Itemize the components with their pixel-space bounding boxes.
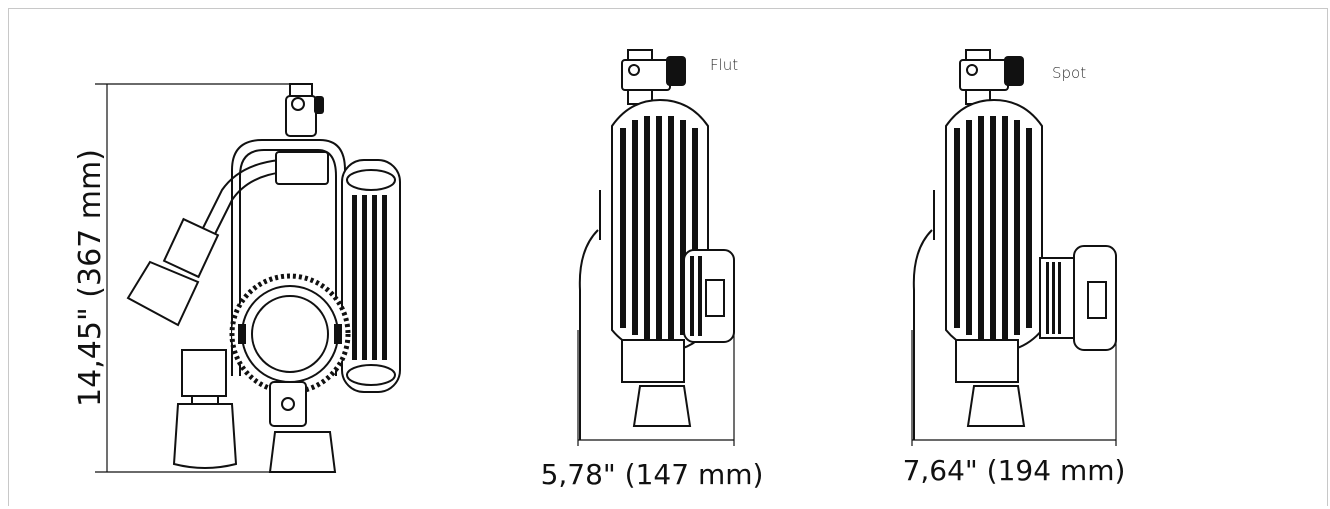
adjustable-arm [197, 159, 281, 239]
spot-foot [966, 385, 1026, 427]
top-mount [289, 83, 313, 97]
flut-foot [632, 385, 692, 427]
flut-lower-block [621, 339, 685, 383]
yoke-frame [231, 139, 346, 376]
spot-top-connector [965, 49, 991, 61]
spot-label: Spot [1052, 64, 1086, 82]
flut-width-dimension-line [577, 330, 735, 446]
spot-view: Spot [903, 49, 1126, 487]
left-foot [172, 403, 238, 469]
spot-knob [1004, 56, 1024, 86]
spot-width-dimension-label: 7,64" (194 mm) [903, 454, 1126, 487]
spot-width-dimension-line [911, 330, 1117, 446]
flut-top-connector [627, 49, 653, 61]
flut-back-shell [578, 229, 599, 440]
flut-view: Flut [541, 49, 764, 491]
side-view: 14,45" (367 mm) [73, 83, 401, 473]
spot-lower-block [955, 339, 1019, 383]
height-dimension-line [95, 83, 300, 473]
flut-knob [666, 56, 686, 86]
height-dimension-label: 14,45" (367 mm) [73, 149, 108, 407]
center-foot [268, 431, 337, 473]
left-bracket [181, 349, 227, 397]
ribbed-power-unit [341, 159, 401, 393]
diagram-frame [8, 8, 1328, 506]
lamp-head [126, 260, 200, 327]
flut-width-dimension-label: 5,78" (147 mm) [541, 458, 764, 491]
flut-label: Flut [710, 56, 738, 74]
spot-back-shell [912, 229, 933, 440]
